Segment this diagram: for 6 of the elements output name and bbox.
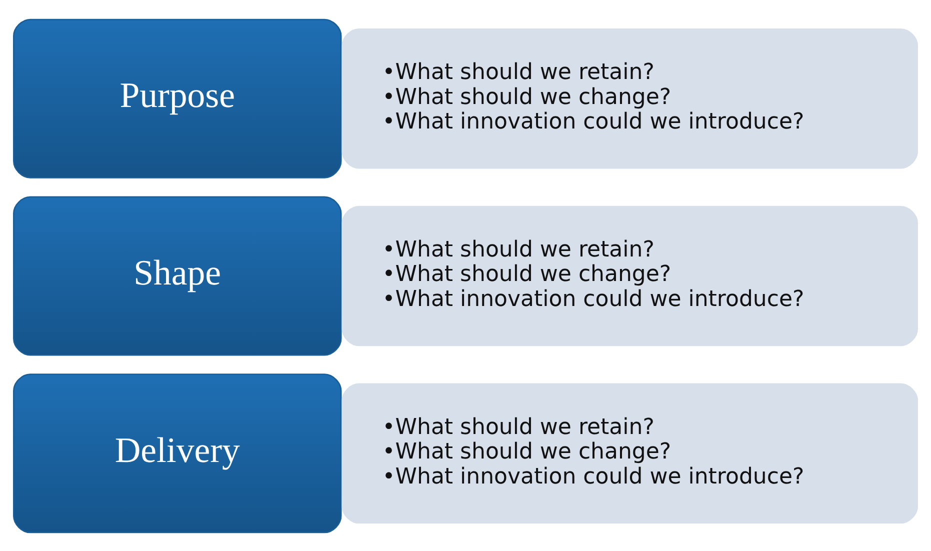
node-box: •What should we retain? •What should we change? •What innovation could we introduce? bbox=[342, 205, 918, 346]
node-box: Purpose bbox=[13, 18, 342, 178]
node-box: •What should we retain? •What should we change? •What innovation could we introduce? bbox=[342, 28, 918, 168]
node-box: •What should we retain? •What should we change? •What innovation could we introduce? bbox=[342, 382, 918, 524]
node-box: Shape bbox=[13, 196, 342, 356]
node-box: Delivery bbox=[13, 373, 342, 533]
